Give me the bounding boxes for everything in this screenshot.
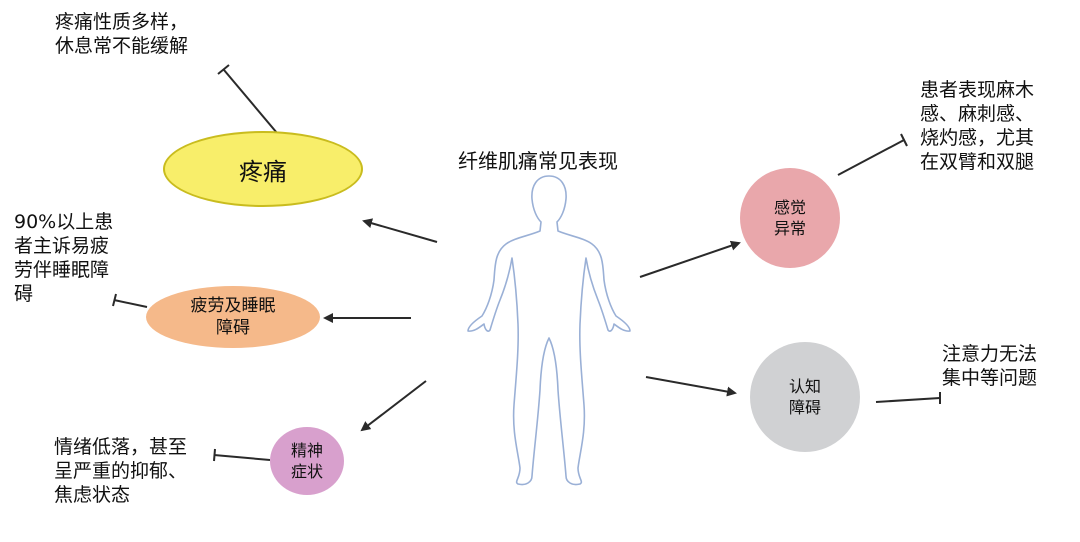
arrow-to-sensory — [639, 240, 741, 278]
connector-sensory-tbar — [900, 133, 908, 147]
connector-pain-tbar — [217, 64, 230, 75]
connector-sensory-note — [837, 139, 905, 176]
arrow-to-cognitive — [645, 376, 737, 397]
arrow-to-pain — [362, 218, 438, 243]
note-cognitive: 注意力无法 集中等问题 — [942, 343, 1038, 389]
connector-cognitive-note — [875, 397, 941, 403]
node-pain: 疼痛 — [163, 131, 363, 207]
connector-fatigue-tbar — [112, 293, 117, 307]
note-mental: 情绪低落，甚至 呈严重的抑郁、 焦虑状态 — [54, 436, 188, 506]
note-sensory: 患者表现麻木 感、麻刺感、 烧灼感，尤其 在双臂和双腿 — [920, 79, 1035, 173]
note-pain: 疼痛性质多样， 休息常不能缓解 — [55, 11, 189, 57]
connector-mental-tbar — [213, 448, 216, 462]
note-fatigue: 90%以上患 者主诉易疲 劳伴睡眠障 碍 — [14, 211, 114, 305]
node-mental: 精神 症状 — [270, 427, 344, 495]
node-cognitive: 认知 障碍 — [750, 342, 860, 452]
connector-mental-note — [213, 454, 271, 461]
human-body-outline — [467, 175, 631, 486]
connector-pain-note — [223, 69, 278, 134]
arrow-to-mental — [360, 380, 427, 432]
diagram-title: 纤维肌痛常见表现 — [458, 149, 618, 173]
node-sensory: 感觉 异常 — [740, 168, 840, 268]
connector-fatigue-note — [113, 299, 148, 308]
node-fatigue: 疲劳及睡眠 障碍 — [146, 286, 320, 348]
